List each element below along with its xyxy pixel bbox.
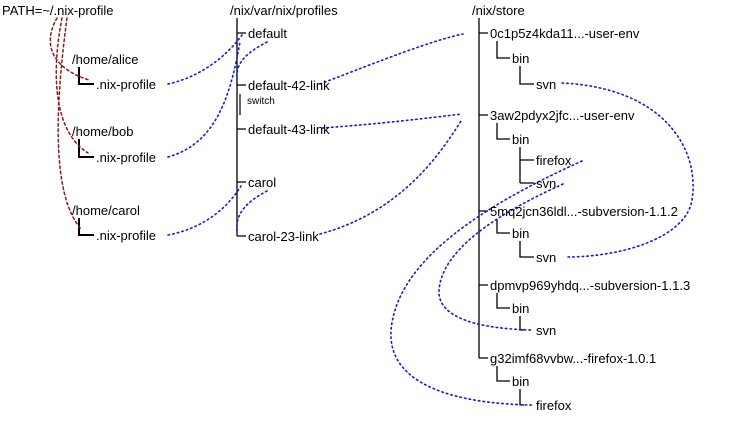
profile-item-carol-23-link: carol-23-link: [248, 229, 319, 244]
arrow-carol-profile-to-carol: [167, 185, 242, 236]
arrow-path-to-bob-profile: [55, 17, 89, 154]
store-bin-subversion-113: bin: [512, 301, 530, 316]
switch-label: switch: [247, 96, 275, 107]
store-entry-subversion-113: dpmvp969yhdq...-subversion-1.1.3: [490, 278, 691, 293]
store-entry-subversion-112: 5mq2jcn36ldl...-subversion-1.1.2: [490, 204, 678, 219]
store-entry-firefox-101: g32imf68vvbw...-firefox-1.0.1: [490, 351, 657, 366]
store-bin-firefox-101: bin: [512, 374, 530, 389]
arrow-default-42-link-to-user-env-42: [319, 33, 464, 85]
store-entry-user-env-43: 3aw2pdyx2jfc...-user-env: [490, 108, 635, 123]
profile-item-default-43-link: default-43-link: [248, 122, 330, 137]
tree-connector-carol: [78, 218, 94, 236]
profiles-ticks: [237, 32, 246, 237]
store-entry-user-env-42: 0c1p5z4kda11...-user-env: [490, 26, 640, 41]
arrow-userenv43-svn-to-subversion-113-svn: [438, 183, 564, 331]
arrow-userenv42-svn-to-subversion-112-svn: [561, 82, 694, 258]
arrow-carol-23-link-to-user-env-43: [319, 120, 462, 235]
tree-connector-bob: [78, 139, 94, 158]
arrow-path-to-carol-profile: [57, 17, 83, 231]
home-dir-bob: /home/bob: [72, 124, 134, 139]
arrow-userenv43-firefox-to-firefox-101: [390, 160, 583, 406]
tree-connector-alice: [78, 67, 94, 85]
store-binary-svn-userenv42: svn: [536, 77, 557, 92]
store-subtree-subversion-112: [496, 219, 534, 258]
store-bin-user-env-42: bin: [512, 51, 530, 66]
profile-item-carol: carol: [248, 175, 277, 190]
profile-item-default-42-link: default-42-link: [248, 78, 330, 93]
store-binary-firefox-101: firefox: [536, 398, 572, 413]
arrow-alice-profile-to-default: [167, 34, 243, 85]
store-subtree-user-env-42: [496, 41, 534, 85]
store-subtree-user-env-43: [496, 123, 534, 184]
profile-item-default: default: [248, 26, 288, 41]
profiles-header: /nix/var/nix/profiles: [230, 3, 338, 18]
store-binary-svn-subversion-112: svn: [536, 250, 557, 265]
arrow-default-43-link-to-user-env-43: [321, 113, 463, 129]
arrow-default-to-default-42-link: [236, 41, 268, 81]
arrow-carol-to-carol-23-link: [236, 190, 268, 232]
store-binary-svn-userenv43: svn: [536, 176, 557, 191]
store-ticks: [479, 32, 488, 359]
store-binary-svn-subversion-113: svn: [536, 323, 557, 338]
path-env-label: PATH=~/.nix-profile: [2, 3, 114, 18]
nix-profile-link-alice: .nix-profile: [96, 77, 156, 92]
store-bin-subversion-112: bin: [512, 226, 530, 241]
home-dir-carol: /home/carol: [72, 203, 140, 218]
arrow-bob-profile-to-default: [167, 41, 241, 158]
store-bin-user-env-43: bin: [512, 132, 530, 147]
store-binary-firefox-userenv43: firefox: [536, 153, 572, 168]
nix-profile-link-bob: .nix-profile: [96, 150, 156, 165]
home-dir-alice: /home/alice: [72, 52, 139, 67]
store-header: /nix/store: [472, 3, 525, 18]
nix-profile-link-carol: .nix-profile: [96, 228, 156, 243]
